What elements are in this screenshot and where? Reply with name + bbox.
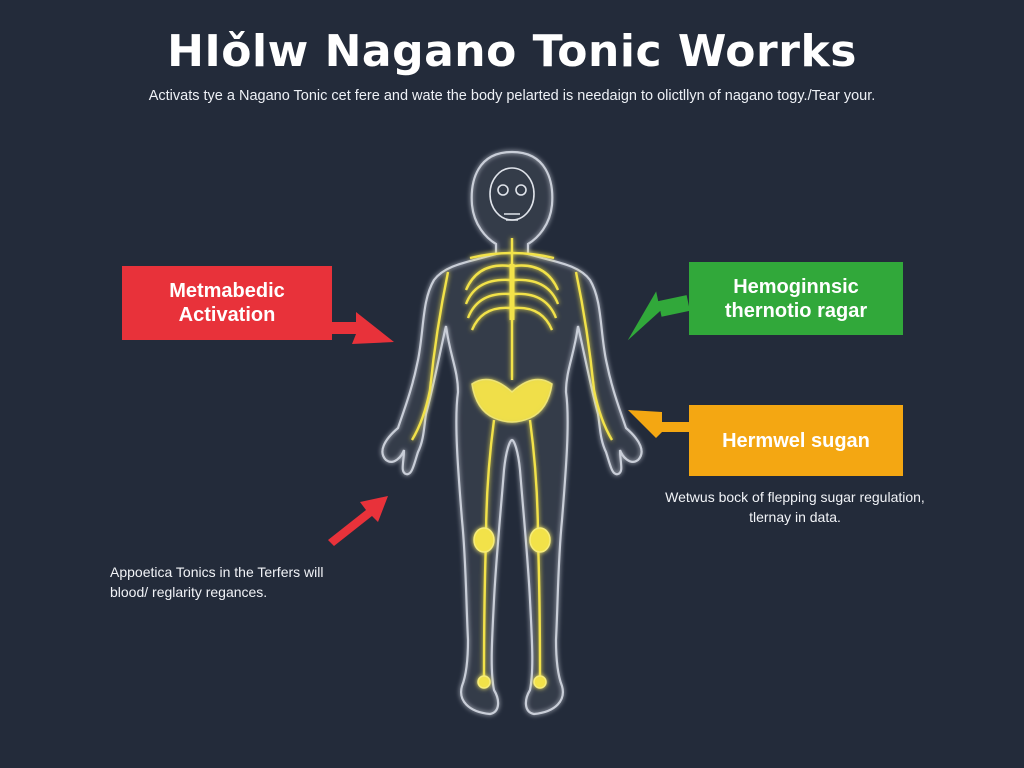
callout-metabolic-activation: Metmabedic Activation	[122, 266, 332, 340]
skeleton-icon	[410, 238, 614, 681]
skull-icon	[489, 167, 535, 221]
arrow-icon-red-top	[332, 312, 394, 344]
arrow-icon-yellow	[628, 410, 689, 438]
note-blood-regularity: Appoetica Tonics in the Terfers will blo…	[110, 564, 324, 600]
page-title: HIǒlw Nagano Tonic Worrks	[167, 26, 857, 77]
arrow-icon-red-bottom	[328, 496, 388, 546]
page-subtitle: Activats tye a Nagano Tonic cet fere and…	[148, 88, 876, 104]
body-outline	[381, 150, 643, 716]
arrow-icon-green	[627, 291, 690, 341]
callout-sugar: Hermwel sugan	[689, 405, 903, 476]
note-sugar-regulation: Wetwus bock of flepping sugar regulation…	[665, 489, 925, 525]
pelvis-icon	[471, 378, 553, 689]
callout-thermogenic: Hemoginnsic thernotio ragar	[689, 262, 903, 335]
